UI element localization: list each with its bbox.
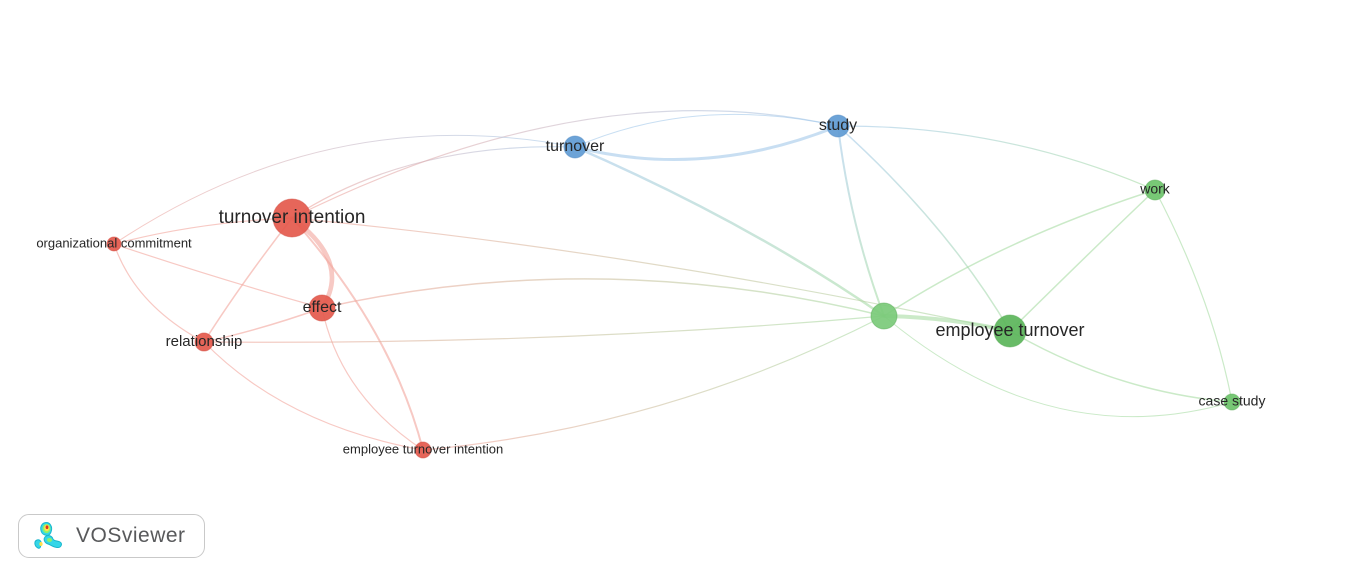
label-employee-turnover[interactable]: employee turnover — [935, 320, 1084, 340]
node-turnover[interactable] — [563, 135, 587, 159]
vosviewer-heatmap-icon — [34, 522, 62, 549]
edges-layer — [113, 110, 1233, 451]
label-case-study[interactable]: case study — [1199, 393, 1266, 409]
node-employee-turnover-intention[interactable] — [414, 441, 432, 459]
edge-study--employee-turnover — [837, 125, 1011, 332]
node-employee-turnover[interactable] — [993, 314, 1027, 348]
label-turnover[interactable]: turnover — [546, 138, 605, 155]
edge-relationship--employee-turnover-intention — [203, 341, 424, 451]
label-relationship[interactable]: relationship — [166, 333, 243, 350]
node-turnover-intention[interactable] — [272, 198, 312, 238]
label-work[interactable]: work — [1139, 181, 1171, 197]
edge-study--hub — [837, 125, 885, 317]
edge-hub--case-study — [883, 315, 1233, 418]
edge-work--case-study — [1154, 189, 1233, 403]
label-turnover-intention[interactable]: turnover intention — [219, 207, 366, 228]
edge-employee-turnover-intention--hub — [422, 315, 885, 451]
edge-turnover--hub — [573, 145, 886, 318]
edge-relationship--hub — [203, 315, 885, 343]
nodes-layer — [106, 114, 1241, 459]
label-study[interactable]: study — [819, 117, 857, 134]
edge-organizational-commitment--relationship — [113, 243, 205, 343]
label-effect[interactable]: effect — [303, 299, 342, 316]
edge-effect--hub — [321, 278, 885, 317]
edge-turnover-intention--organizational-commitment — [113, 217, 293, 245]
node-hub[interactable] — [870, 302, 898, 330]
edge-work--employee-turnover — [1009, 189, 1156, 332]
edge-organizational-commitment--turnover — [113, 134, 576, 245]
edge-turnover--study — [573, 124, 840, 161]
node-work[interactable] — [1144, 179, 1166, 201]
node-case-study[interactable] — [1223, 393, 1241, 411]
edge-turnover--study — [574, 113, 839, 148]
edge-effect--relationship — [203, 307, 323, 343]
edge-organizational-commitment--effect — [113, 243, 323, 309]
edge-turnover-intention--employee-turnover — [291, 217, 1011, 332]
edge-turnover-intention--study — [291, 110, 839, 219]
node-organizational-commitment[interactable] — [106, 236, 122, 252]
edge-work--hub — [883, 189, 1156, 317]
label-organizational-commitment[interactable]: organizational commitment — [36, 235, 192, 250]
label-employee-turnover-intention[interactable]: employee turnover intention — [343, 441, 503, 456]
node-relationship[interactable] — [194, 332, 214, 352]
node-effect[interactable] — [308, 294, 336, 322]
node-study[interactable] — [826, 114, 850, 138]
edge-turnover-intention--relationship — [203, 217, 293, 343]
edge-employee-turnover--case-study — [1009, 330, 1233, 403]
labels-layer: turnover intention organizational commitm… — [36, 117, 1265, 456]
edge-effect--employee-turnover-intention — [321, 307, 424, 451]
vosviewer-logo-button[interactable]: VOSviewer — [18, 514, 205, 558]
vosviewer-logo-label: VOSviewer — [76, 524, 186, 547]
edge-study--work — [837, 125, 1156, 191]
edge-turnover-intention--employee-turnover-intention — [291, 217, 424, 451]
